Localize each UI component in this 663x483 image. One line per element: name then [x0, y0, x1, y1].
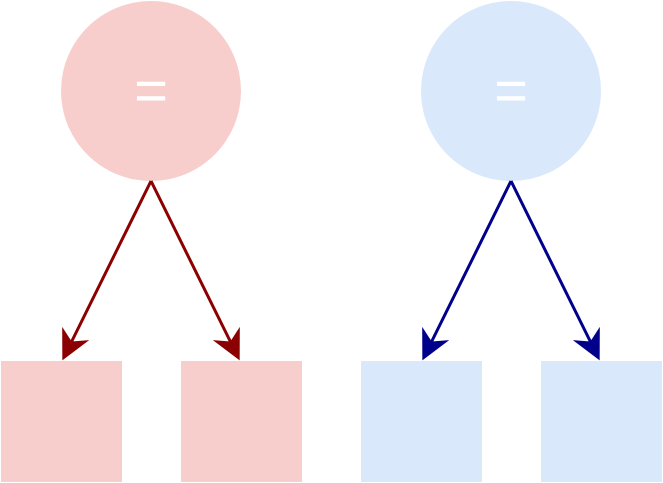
- red-right-child: [181, 361, 302, 482]
- blue-root-label: =: [494, 59, 528, 124]
- red-root-label: =: [134, 59, 168, 124]
- red-tree: =: [1, 1, 302, 482]
- blue-tree: =: [361, 1, 662, 482]
- blue-left-edge: [422, 180, 513, 361]
- blue-root-node: [421, 1, 601, 181]
- red-root-node: [61, 1, 241, 181]
- red-left-edge: [62, 180, 153, 361]
- red-right-edge: [149, 180, 240, 361]
- blue-right-child: [541, 361, 662, 482]
- blue-left-child: [361, 361, 482, 482]
- red-left-child: [1, 361, 122, 482]
- blue-right-edge: [509, 180, 600, 361]
